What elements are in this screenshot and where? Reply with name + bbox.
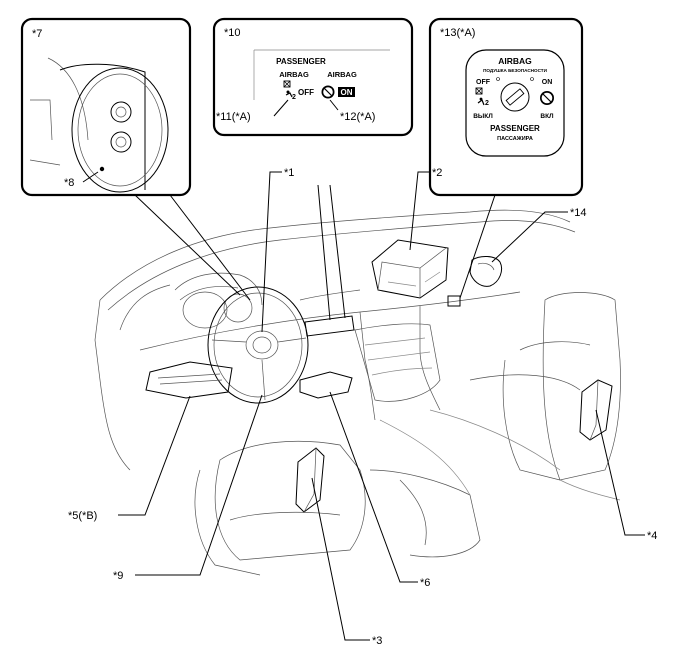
switch-two: 2 — [485, 100, 489, 107]
callout-label-4: *4 — [647, 530, 657, 542]
callout-label-13: *13(*A) — [440, 27, 475, 39]
switch-off-indicator-dot — [496, 77, 500, 81]
callout-label-6: *6 — [420, 577, 430, 589]
callout-label-1: *1 — [284, 167, 294, 179]
leader-lines — [118, 171, 645, 641]
vehicle-interior-drawing — [94, 209, 621, 576]
switch-on-ru: ВКЛ — [540, 113, 554, 120]
switch-bottom-ru: ПАССАЖИРА — [497, 136, 533, 142]
callout-label-5: *5(*B) — [68, 510, 97, 522]
switch-title-ru: ПОДУШКА БЕЗОПАСНОСТИ — [483, 68, 547, 73]
callout-label-14: *14 — [570, 207, 587, 219]
switch-on-text: ON — [542, 79, 553, 86]
indicator-right-label: AIRBAG — [327, 70, 357, 79]
callout-labels: *1 *2 *14 *5(*B) *9 *3 *6 *4 — [68, 167, 657, 647]
callout-box-13: *13(*A) AIRBAG ПОДУШКА БЕЗОПАСНОСТИ OFF … — [428, 17, 584, 197]
switch-on-indicator-dot — [530, 77, 534, 81]
callout-box-7: *7 *8 — [20, 17, 192, 197]
indicator-two: 2 — [292, 94, 296, 101]
callout-label-8: *8 — [64, 177, 74, 189]
callout-frame-10 — [212, 17, 414, 137]
callout-label-12: *12(*A) — [340, 111, 375, 123]
callout-label-3: *3 — [372, 635, 382, 647]
callout-label-11: *11(*A) — [216, 111, 251, 123]
callout-label-7: *7 — [32, 28, 42, 40]
switch-off-ru: ВЫКЛ — [473, 113, 493, 120]
switch-passenger-off-icon — [475, 87, 485, 106]
callout-label-10: *10 — [224, 27, 241, 39]
switch-bottom-label: PASSENGER — [490, 124, 540, 133]
indicator-left-label: AIRBAG — [279, 70, 309, 79]
callout-frame-7 — [20, 17, 192, 197]
switch-off-text: OFF — [476, 79, 491, 86]
indicator-off-text: OFF — [298, 88, 314, 97]
callout-label-9: *9 — [113, 570, 123, 582]
indicator-title: PASSENGER — [276, 57, 326, 66]
passenger-airbag-off-icon — [283, 80, 293, 98]
callout-box-10: *10 PASSENGER AIRBAG AIRBAG 2 OFF ON *11… — [212, 17, 414, 137]
switch-title: AIRBAG — [498, 56, 532, 66]
indicator-on-text: ON — [341, 88, 353, 97]
airbag-key-switch — [500, 82, 530, 112]
callout-label-2: *2 — [432, 167, 442, 179]
passenger-airbag-on-icon — [321, 85, 335, 99]
indicator-on-badge — [338, 87, 355, 97]
switch-passenger-on-icon — [540, 91, 554, 105]
